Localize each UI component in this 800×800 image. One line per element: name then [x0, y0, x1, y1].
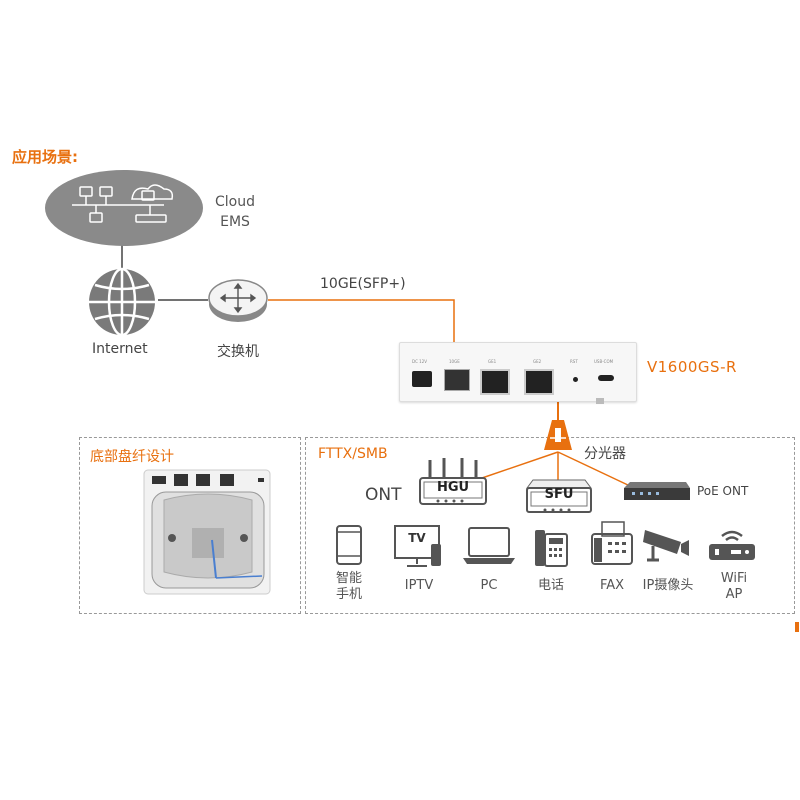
ge2-port: [524, 369, 554, 395]
cloud-ems-icon: [45, 170, 203, 246]
ont-label: ONT: [365, 485, 402, 505]
device-label-wifi-ap: WiFi AP: [712, 571, 756, 603]
dc-port: [412, 371, 432, 387]
switch-label: 交换机: [217, 344, 259, 360]
poe-ont-icon: [624, 482, 690, 500]
device-label-wifi-ap-line1: WiFi: [720, 571, 748, 586]
globe-icon: [89, 267, 155, 337]
splitter-icon: [544, 420, 572, 450]
ge1-port: [480, 369, 510, 395]
port-label-10ge: 10GE: [449, 359, 460, 364]
fiber-hgu: [481, 451, 559, 479]
olt-foot: [596, 398, 604, 404]
wifi-ap-icon: [709, 530, 755, 560]
reset-button[interactable]: [573, 377, 578, 382]
device-label-smartphone-line1: 智能: [335, 571, 362, 586]
hgu-label: HGU: [436, 480, 470, 495]
hgu-router-icon: [419, 458, 487, 505]
splitter-label: 分光器: [584, 446, 626, 462]
internet-label: Internet: [92, 341, 148, 357]
device-label-ipcam: IP摄像头: [642, 578, 694, 593]
port-label-usb: USB-COM: [594, 359, 614, 364]
poe-ont-label: PoE ONT: [697, 484, 749, 498]
device-label-pc: PC: [480, 578, 498, 593]
sfu-device-icon: [526, 479, 592, 513]
sfu-label: SFU: [544, 487, 574, 502]
olt-device: DC 12V 10GE GE1 GE2 RST USB-COM: [399, 342, 637, 402]
switch-icon: [208, 279, 268, 322]
telephone-icon: [535, 530, 568, 567]
port-label-ge2: GE2: [533, 359, 542, 364]
cloud-label-line1: Cloud: [215, 194, 255, 210]
device-label-iptv: IPTV: [404, 578, 434, 593]
device-label-smartphone: 智能 手机: [329, 571, 369, 603]
uplink-fiber: [268, 299, 455, 342]
device-label-wifi-ap-line2: AP: [725, 587, 743, 602]
cloud-ems-label: Cloud EMS: [212, 192, 258, 232]
edge-marker: [795, 622, 799, 632]
usb-port: [598, 375, 614, 381]
fax-icon: [591, 521, 633, 565]
fttx-panel-title: FTTX/SMB: [318, 446, 388, 462]
iptv-icon: [394, 525, 441, 567]
fiber-poe: [557, 451, 631, 487]
cloud-label-line2: EMS: [220, 214, 250, 230]
device-label-fax: FAX: [599, 578, 625, 593]
device-label-phone: 电话: [537, 578, 564, 593]
uplink-label: 10GE(SFP+): [320, 276, 406, 292]
tv-icon-text: TV: [408, 531, 426, 545]
bottom-fiber-panel: [79, 437, 301, 614]
port-label-rst: RST: [570, 359, 578, 364]
device-label-smartphone-line2: 手机: [335, 587, 362, 602]
smartphone-icon: [336, 525, 362, 565]
port-label-ge1: GE1: [488, 359, 497, 364]
port-label-dc: DC 12V: [412, 359, 427, 364]
ip-camera-icon: [643, 530, 689, 562]
sfp-port: [444, 369, 470, 391]
bottom-panel-title: 底部盘纤设计: [90, 449, 174, 465]
pc-laptop-icon: [463, 527, 515, 564]
device-bottom-view: [143, 469, 271, 595]
page-title: 应用场景:: [12, 148, 78, 166]
olt-model-label: V1600GS-R: [647, 358, 737, 376]
